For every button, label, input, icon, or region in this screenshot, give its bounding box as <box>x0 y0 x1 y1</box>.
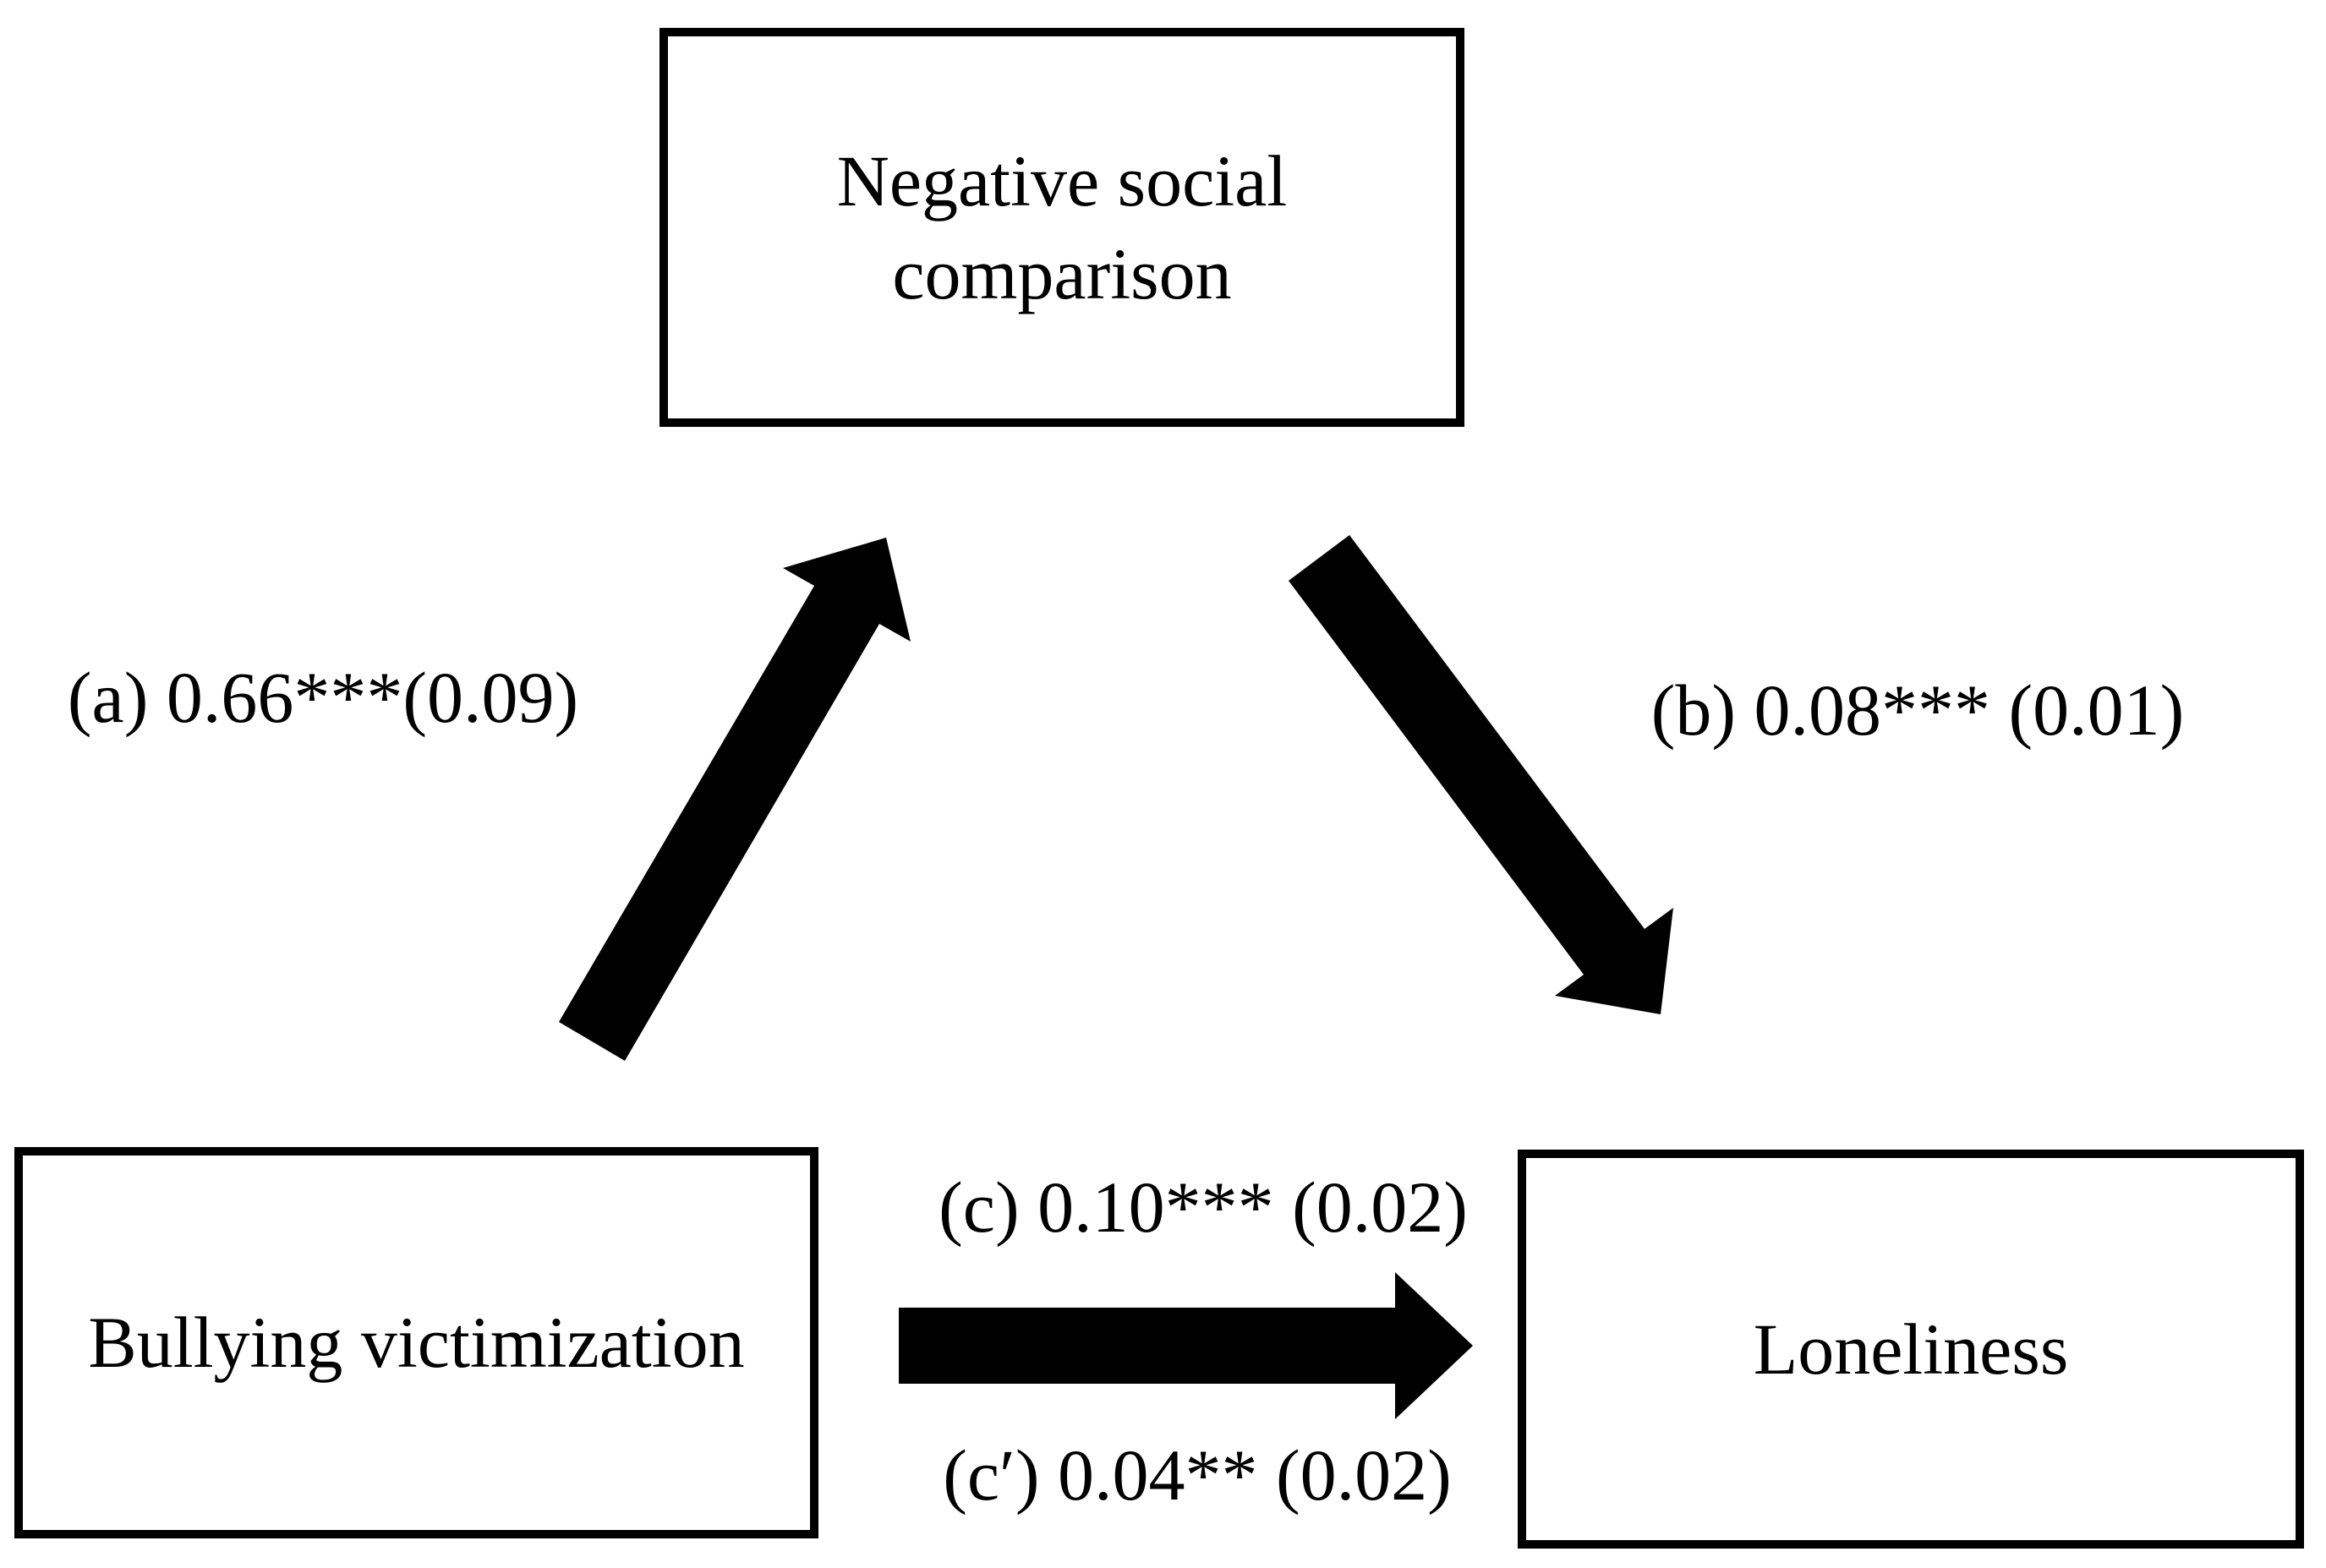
predictor-box-label: Bullying victimization <box>88 1302 745 1384</box>
predictor-box: Bullying victimization <box>14 1147 818 1538</box>
mediator-box: Negative social comparison <box>659 28 1464 427</box>
outcome-box-label: Loneliness <box>1753 1308 2069 1390</box>
path-c-arrow <box>899 1272 1473 1419</box>
path-a-coefficient-label: (a) 0.66***(0.09) <box>67 657 579 738</box>
path-c-coefficient-label: (c) 0.10*** (0.02) <box>939 1166 1468 1248</box>
outcome-box: Loneliness <box>1518 1150 2304 1549</box>
path-b-coefficient-label: (b) 0.08*** (0.01) <box>1650 669 2185 751</box>
path-c-prime-coefficient-label: (c′) 0.04** (0.02) <box>943 1434 1452 1516</box>
path-a-arrow <box>559 538 911 1061</box>
path-b-arrow <box>1289 535 1673 1014</box>
mediator-box-label: Negative social comparison <box>836 139 1288 314</box>
